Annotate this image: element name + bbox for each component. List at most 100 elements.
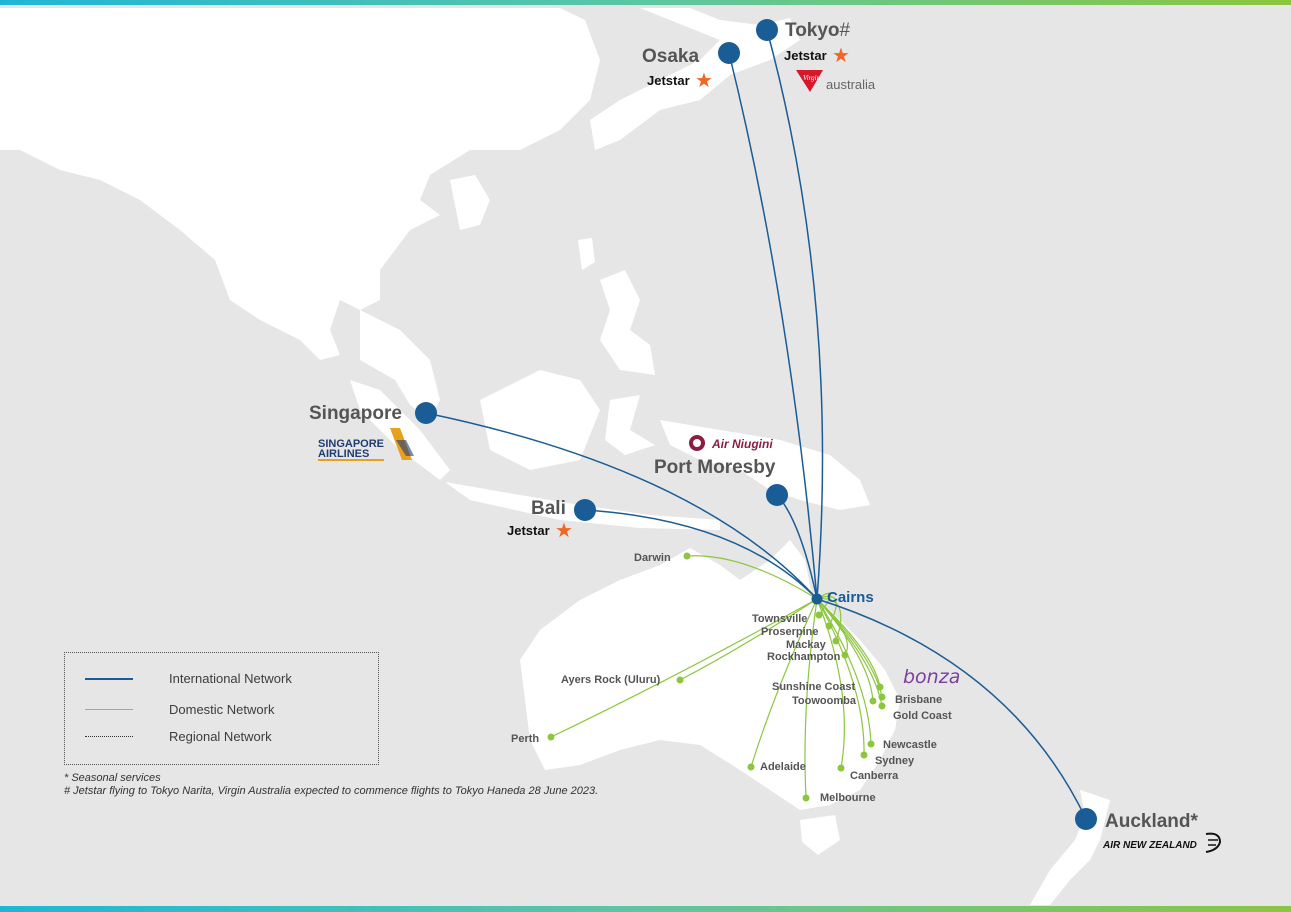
legend-label-international: International Network [169,671,292,686]
route-domestic-sydney [816,598,865,756]
footnotes: * Seasonal services # Jetstar flying to … [64,772,598,798]
domestic-routes [550,555,883,799]
city-dot-perth [547,733,555,741]
city-label-bali: Bali [531,498,566,519]
top-gradient-bar [0,0,1291,5]
footnote-seasonal: * Seasonal services [64,772,161,784]
landmass-tasmania [800,815,840,855]
city-label-perth: Perth [511,733,539,745]
landmass-new-zealand [1030,790,1110,905]
land-masses [0,8,1110,905]
legend-swatch-international [85,678,133,680]
svg-text:AIRLINES: AIRLINES [318,448,369,460]
city-dot-port-moresby [766,484,788,506]
hub-label-cairns: Cairns [827,589,874,606]
svg-text:Jetstar: Jetstar [647,73,690,88]
city-dot-bali [574,499,596,521]
city-dot-adelaide [747,763,755,771]
city-dot-singapore [415,402,437,424]
svg-text:★: ★ [555,518,573,542]
city-label-gold-coast: Gold Coast [893,710,952,722]
svg-text:★: ★ [695,68,713,92]
bottom-gradient-bar [0,906,1291,912]
route-domestic-mackay [816,598,842,642]
legend-domestic: Domestic Network [85,700,365,720]
city-label-sydney: Sydney [875,755,915,767]
virgin-australia-logo: Virgin australia [796,70,876,92]
city-label-auckland: Auckland* [1105,811,1199,832]
city-label-osaka: Osaka [642,46,699,67]
city-dot-gold-coast [878,702,886,710]
city-label-canberra: Canberra [850,770,899,782]
svg-text:Jetstar: Jetstar [507,523,550,538]
landmass-japan [590,8,800,150]
jetstar-logo-bali: Jetstar ★ [507,518,573,542]
city-label-tokyo: Tokyo# [785,20,851,41]
air-niugini-logo: Air Niugini [689,435,773,451]
city-label-toowoomba: Toowoomba [792,695,857,707]
svg-text:australia: australia [826,77,876,92]
city-dots [415,19,1097,830]
city-label-ayers-rock: Ayers Rock (Uluru) [561,674,661,686]
city-label-brisbane: Brisbane [895,694,942,706]
route-international-tokyo [766,29,824,600]
legend-label-regional: Regional Network [169,729,272,744]
city-label-adelaide: Adelaide [760,761,806,773]
city-dot-tokyo [756,19,778,41]
route-domestic-perth [550,598,818,738]
route-domestic-newcastle [816,598,872,745]
international-routes [425,29,1087,820]
city-dot-toowoomba [869,697,877,705]
landmass-malay [360,310,440,420]
city-label-newcastle: Newcastle [883,739,937,751]
jetstar-logo-tokyo: Jetstar ★ [784,43,850,67]
landmass-korea [450,175,490,230]
city-dot-sydney [860,751,868,759]
singapore-airlines-logo: SINGAPORE AIRLINES [318,428,414,461]
legend-international: International Network [85,669,365,689]
legend-swatch-domestic [85,709,133,710]
landmass-sulawesi [605,395,655,455]
footnote-jetstar-tokyo: # Jetstar flying to Tokyo Narita, Virgin… [64,785,599,797]
city-dot-melbourne [802,794,810,802]
route-domestic-ayers-rock [679,598,818,681]
route-domestic-adelaide [750,598,818,768]
city-dot-townsville [815,611,823,619]
route-international-auckland [816,598,1087,820]
landmass-new-guinea [660,420,870,510]
city-label-townsville: Townsville [752,613,807,625]
city-dot-ayers-rock [676,676,684,684]
city-dot-auckland [1075,808,1097,830]
city-dot-darwin [683,552,691,560]
city-label-rockhampton: Rockhampton [767,651,841,663]
map-legend: International Network Domestic Network R… [64,652,379,765]
route-domestic-melbourne [804,598,818,799]
legend-regional: Regional Network [85,727,365,747]
route-international-bali [584,509,818,600]
hub-dot-cairns [811,593,823,605]
landmass-asia [0,8,600,360]
city-dot-mackay [832,637,840,645]
city-label-sunshine-coast: Sunshine Coast [772,681,855,693]
svg-text:Jetstar: Jetstar [784,48,827,63]
svg-text:Virgin: Virgin [803,74,821,82]
bonza-logo: bonza [903,666,960,688]
city-dot-canberra [837,764,845,772]
city-dot-proserpine [825,622,833,630]
air-new-zealand-logo: AIR NEW ZEALAND [1102,832,1222,853]
city-label-port-moresby: Port Moresby [654,457,776,478]
landmass-philippines [600,270,655,375]
jetstar-logo-osaka: Jetstar ★ [647,68,713,92]
city-label-proserpine: Proserpine [761,626,818,638]
city-dot-sunshine-coast [876,683,884,691]
route-international-singapore [425,412,818,600]
city-dot-newcastle [867,740,875,748]
landmass-borneo [480,370,600,470]
svg-text:bonza: bonza [903,666,960,688]
city-dot-rockhampton [841,651,849,659]
svg-text:SINGAPORE: SINGAPORE [318,438,384,450]
city-label-darwin: Darwin [634,552,671,564]
legend-swatch-regional [85,736,133,737]
